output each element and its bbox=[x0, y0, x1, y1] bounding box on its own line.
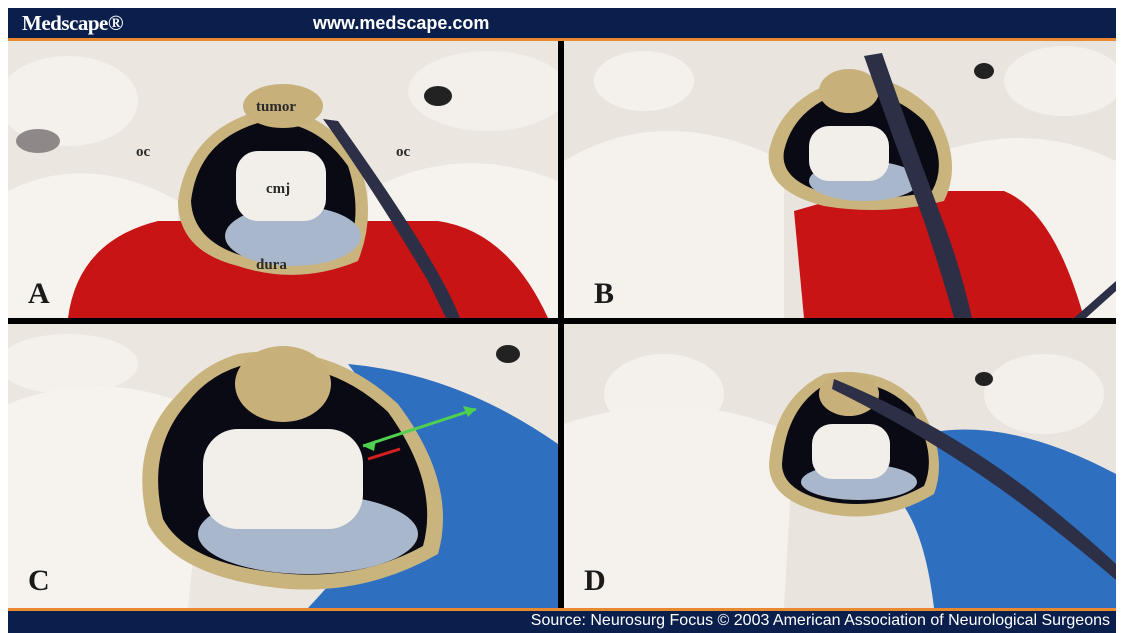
panel-a-letter: A bbox=[28, 277, 50, 311]
label-dura: dura bbox=[256, 257, 287, 273]
panel-c: C bbox=[8, 324, 558, 608]
site-url[interactable]: www.medscape.com bbox=[313, 13, 489, 34]
panel-d-illustration bbox=[564, 324, 1116, 608]
panel-b-letter: B bbox=[594, 277, 614, 311]
panel-b-illustration bbox=[564, 41, 1116, 318]
label-cmj: cmj bbox=[266, 181, 290, 197]
label-tumor: tumor bbox=[256, 99, 296, 115]
panel-c-letter: C bbox=[28, 564, 50, 598]
panel-a: tumor oc oc cmj dura A bbox=[8, 41, 558, 318]
panel-d-letter: D bbox=[584, 564, 606, 598]
source-citation: Source: Neurosurg Focus © 2003 American … bbox=[531, 612, 1110, 630]
panel-b: B bbox=[564, 41, 1116, 318]
label-oc-right: oc bbox=[396, 144, 411, 160]
footer-bar: Source: Neurosurg Focus © 2003 American … bbox=[8, 611, 1116, 633]
panel-a-illustration: tumor oc oc cmj dura bbox=[8, 41, 558, 318]
label-oc-left: oc bbox=[136, 144, 151, 160]
image-grid: tumor oc oc cmj dura A B bbox=[8, 41, 1116, 608]
panel-d: D bbox=[564, 324, 1116, 608]
panel-c-illustration bbox=[8, 324, 558, 608]
medscape-logo[interactable]: Medscape® bbox=[22, 11, 123, 36]
header-bar: Medscape® www.medscape.com bbox=[8, 8, 1116, 38]
